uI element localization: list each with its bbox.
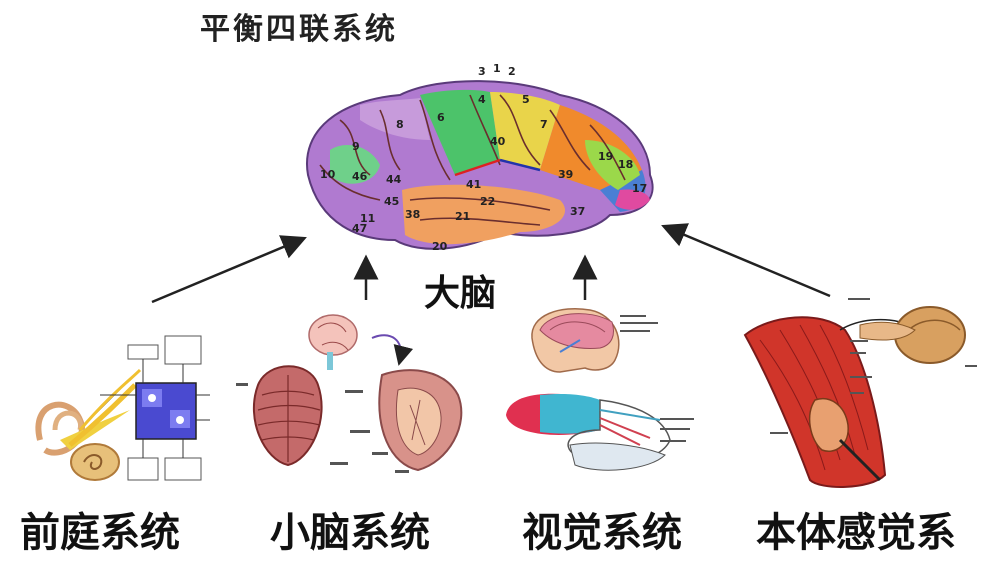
cerebellum-system-label: 小脑系统 <box>270 510 430 556</box>
area-number: 21 <box>455 210 470 223</box>
area-number: 39 <box>558 168 573 181</box>
area-number: 22 <box>480 195 495 208</box>
area-number: 20 <box>432 240 448 253</box>
area-number: 44 <box>386 173 402 186</box>
area-number: 6 <box>437 111 445 124</box>
proprioception-system-label: 本体感觉系 <box>756 510 956 556</box>
area-number: 47 <box>352 222 367 235</box>
area-number: 46 <box>352 170 368 183</box>
visual-illustration <box>506 308 694 471</box>
vestibular-system-label: 前庭系统 <box>20 510 180 556</box>
vestibular-illustration <box>35 335 210 481</box>
brain-illustration: 3 1 2 4 5 6 7 8 9 10 11 17 18 19 20 21 2… <box>305 62 654 253</box>
area-number: 11 <box>360 212 375 225</box>
area-number: 8 <box>396 118 404 131</box>
area-number: 17 <box>632 182 647 195</box>
area-number: 41 <box>466 178 481 191</box>
area-number: 18 <box>618 158 633 171</box>
area-number: 1 <box>493 62 501 75</box>
area-number: 5 <box>522 93 530 106</box>
visual-system-label: 视觉系统 <box>522 510 682 556</box>
arrow-proprioception-to-brain <box>661 223 831 298</box>
area-number: 45 <box>384 195 399 208</box>
area-number: 38 <box>405 208 420 221</box>
area-number: 19 <box>598 150 613 163</box>
diagram-title: 平衡四联系统 <box>200 12 398 47</box>
area-number: 9 <box>352 140 360 153</box>
area-number: 3 <box>478 65 486 78</box>
area-number: 2 <box>508 65 516 78</box>
area-number: 10 <box>320 168 336 181</box>
area-number: 4 <box>478 93 486 106</box>
area-number: 7 <box>540 118 548 131</box>
cerebellum-illustration <box>236 314 463 473</box>
area-number: 37 <box>570 205 585 218</box>
proprioception-illustration <box>743 298 977 488</box>
area-number: 40 <box>490 135 506 148</box>
arrow-vestibular-to-brain <box>151 235 307 304</box>
brain-label: 大脑 <box>424 273 497 314</box>
